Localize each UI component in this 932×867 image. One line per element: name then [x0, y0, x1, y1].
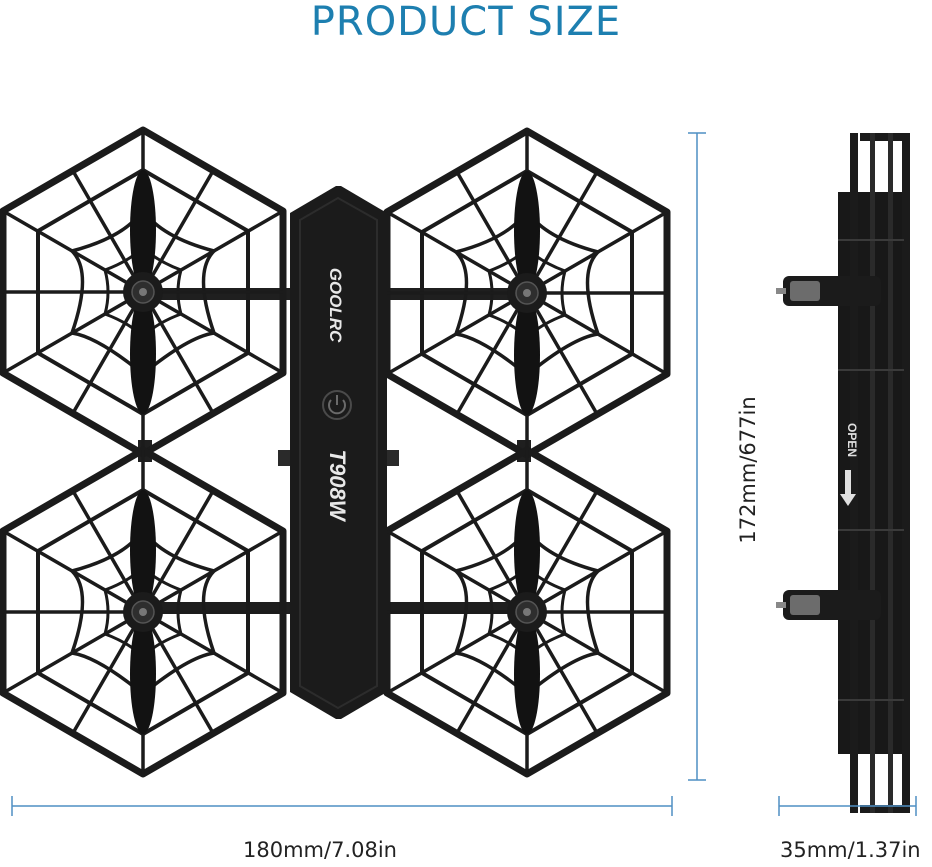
drone-body: GOOLRC T908W — [278, 186, 399, 719]
depth-dimension-label: 35mm/1.37in — [780, 838, 921, 862]
page-title: PRODUCT SIZE — [310, 0, 622, 45]
arrow-down-icon — [840, 470, 856, 506]
drone-side-view: OPEN — [776, 133, 910, 813]
height-dimension-label: 172mm/677in — [736, 396, 760, 544]
motor-bottom — [776, 590, 881, 620]
dimension-lines — [11, 132, 917, 816]
motor-top — [776, 276, 881, 306]
propeller-guard-bottom-right — [387, 450, 667, 774]
propeller-guard-top-left — [3, 130, 283, 454]
width-dimension-label: 180mm/7.08in — [243, 838, 397, 862]
power-button-icon — [322, 390, 352, 420]
side-open-label: OPEN — [845, 423, 859, 457]
propeller-guard-top-right — [387, 131, 667, 455]
brand-logo: GOOLRC — [326, 268, 345, 343]
propeller-guard-bottom-left — [3, 450, 283, 774]
model-name: T908W — [325, 450, 350, 523]
